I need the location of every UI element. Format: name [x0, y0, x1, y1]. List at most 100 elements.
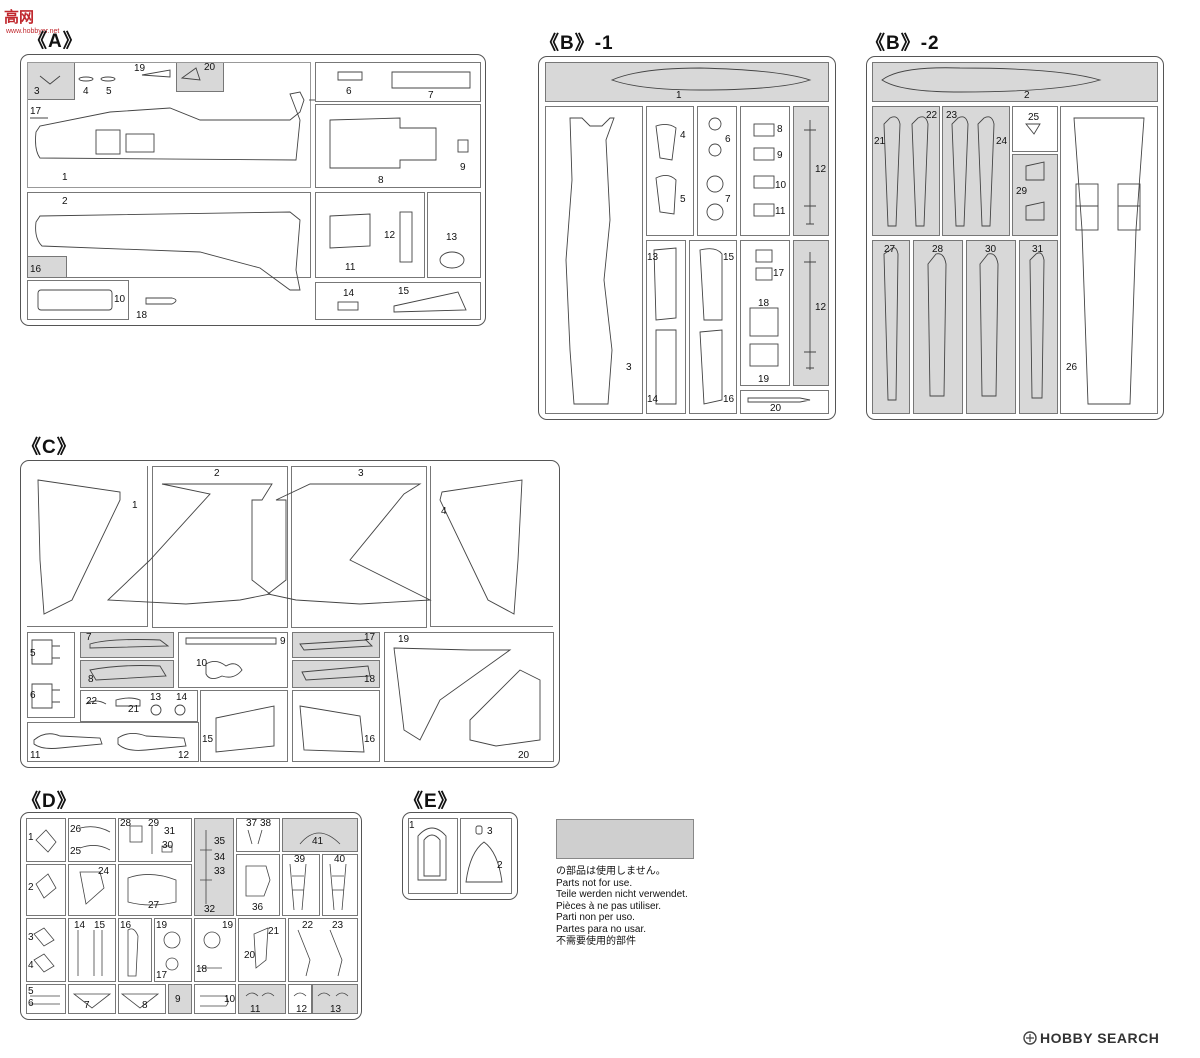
part-number: 12: [384, 230, 396, 241]
sprue-a-cell-14-15: [315, 282, 481, 320]
sprue-e-title: 《E》: [404, 791, 458, 812]
sprue-c-cell-15: [200, 690, 288, 762]
part-number: 37: [246, 818, 258, 829]
watermark-url: www.hobbyer.net: [6, 28, 60, 35]
part-number: 3: [28, 932, 34, 943]
part-number: 11: [775, 206, 786, 217]
sprue-b2-cell-28: [872, 240, 910, 414]
sprue-b2-cell-25: [1012, 106, 1058, 152]
part-number: 3: [626, 362, 632, 373]
sprue-c-cell-18: [292, 660, 380, 688]
part-number: 17: [156, 970, 168, 981]
part-number: 13: [647, 252, 659, 263]
part-number: 26: [70, 824, 82, 835]
part-number: 19: [758, 374, 770, 385]
sprue-d-cell-12: [288, 984, 312, 1014]
sprue-c-title: 《C》: [22, 437, 77, 458]
sprue-a-cell-6-7: [315, 62, 481, 102]
sprue-d-cell: [236, 854, 280, 916]
sprue-d-cell-41: [282, 818, 358, 852]
part-number: 25: [70, 846, 82, 857]
part-number: 8: [777, 124, 783, 135]
sprue-c-cell-2: [152, 466, 288, 628]
part-number: 23: [332, 920, 344, 931]
part-number: 13: [150, 692, 162, 703]
part-number: 2: [62, 196, 68, 207]
sprue-b2-cell-21-22: [872, 106, 940, 236]
part-number: 32: [204, 904, 216, 915]
part-number: 38: [260, 818, 272, 829]
part-number: 14: [647, 394, 659, 405]
part-number: 9: [175, 994, 181, 1005]
part-number: 29: [148, 818, 160, 829]
sprue-b2-cell-29: [913, 240, 963, 414]
part-number: 24: [996, 136, 1008, 147]
part-number: 17: [364, 632, 376, 643]
sprue-e-cell-1: [408, 818, 458, 894]
part-number: 31: [164, 826, 176, 837]
part-number: 13: [330, 1004, 342, 1015]
part-number: 1: [676, 90, 682, 101]
sprue-b2-title: 《B》-2: [866, 33, 940, 54]
sprue-c-cell-19-20: [384, 632, 554, 762]
sprue-c-cell-4: [430, 466, 553, 627]
sprue-a-cell-13: [427, 192, 481, 278]
part-number: 4: [83, 86, 89, 97]
sprue-b1-cell-15-16: [689, 240, 737, 414]
part-number: 7: [428, 90, 434, 101]
sprue-d-cell-32-35: [194, 818, 234, 916]
part-number: 19: [398, 634, 410, 645]
part-number: 25: [1028, 112, 1040, 123]
part-number: 1: [132, 500, 138, 511]
part-number: 10: [114, 294, 126, 305]
part-number: 4: [441, 506, 447, 517]
sprue-b1-cell-13-14: [646, 240, 686, 414]
part-number: 5: [28, 986, 34, 997]
part-number: 10: [196, 658, 208, 669]
sprue-b1-cell-12b: [793, 240, 829, 386]
legend-line: 不需要使用的部件: [556, 935, 636, 947]
sprue-a-title: 《A》: [28, 31, 83, 52]
part-number: 12: [178, 750, 190, 761]
sprue-d-cell: [282, 854, 320, 916]
sprue-c-cell-9-10: [178, 632, 288, 688]
sprue-d-cell: [68, 918, 116, 982]
part-number: 30: [162, 840, 174, 851]
sprue-b1-cell-6-7: [697, 106, 737, 236]
part-number: 4: [680, 130, 686, 141]
sprue-a-cell-fuselage-2: [27, 192, 311, 278]
part-number: 8: [88, 674, 94, 685]
sprue-b1-cell-12: [793, 106, 829, 236]
part-number: 36: [252, 902, 264, 913]
part-number: 11: [250, 1004, 261, 1015]
hobbysearch-brand: HOBBY SEARCH: [1040, 1030, 1160, 1046]
part-number: 11: [30, 750, 41, 761]
part-number: 20: [244, 950, 256, 961]
part-number: 1: [62, 172, 68, 183]
part-number: 28: [932, 244, 944, 255]
sprue-b2-cell-30: [966, 240, 1016, 414]
part-number: 15: [398, 286, 410, 297]
part-number: 6: [725, 134, 731, 145]
sprue-d-cell: [26, 864, 66, 916]
sprue-c-cell-5-6: [27, 632, 75, 718]
sprue-d-cell: [194, 918, 236, 982]
part-number: 29: [1016, 186, 1028, 197]
legend-line: Parti non per uso.: [556, 912, 635, 924]
part-number: 30: [985, 244, 997, 255]
sprue-b2-cell-31: [1019, 240, 1058, 414]
part-number: 31: [1032, 244, 1044, 255]
sprue-d-cell: [68, 864, 116, 916]
part-number: 10: [775, 180, 787, 191]
part-number: 6: [28, 998, 34, 1009]
part-number: 7: [725, 194, 731, 205]
part-number: 16: [30, 264, 42, 275]
legend-line: の部品は使用しません。: [556, 866, 666, 877]
part-number: 12: [296, 1004, 308, 1015]
sprue-d-cell: [118, 918, 152, 982]
part-number: 35: [214, 836, 226, 847]
part-number: 16: [723, 394, 735, 405]
